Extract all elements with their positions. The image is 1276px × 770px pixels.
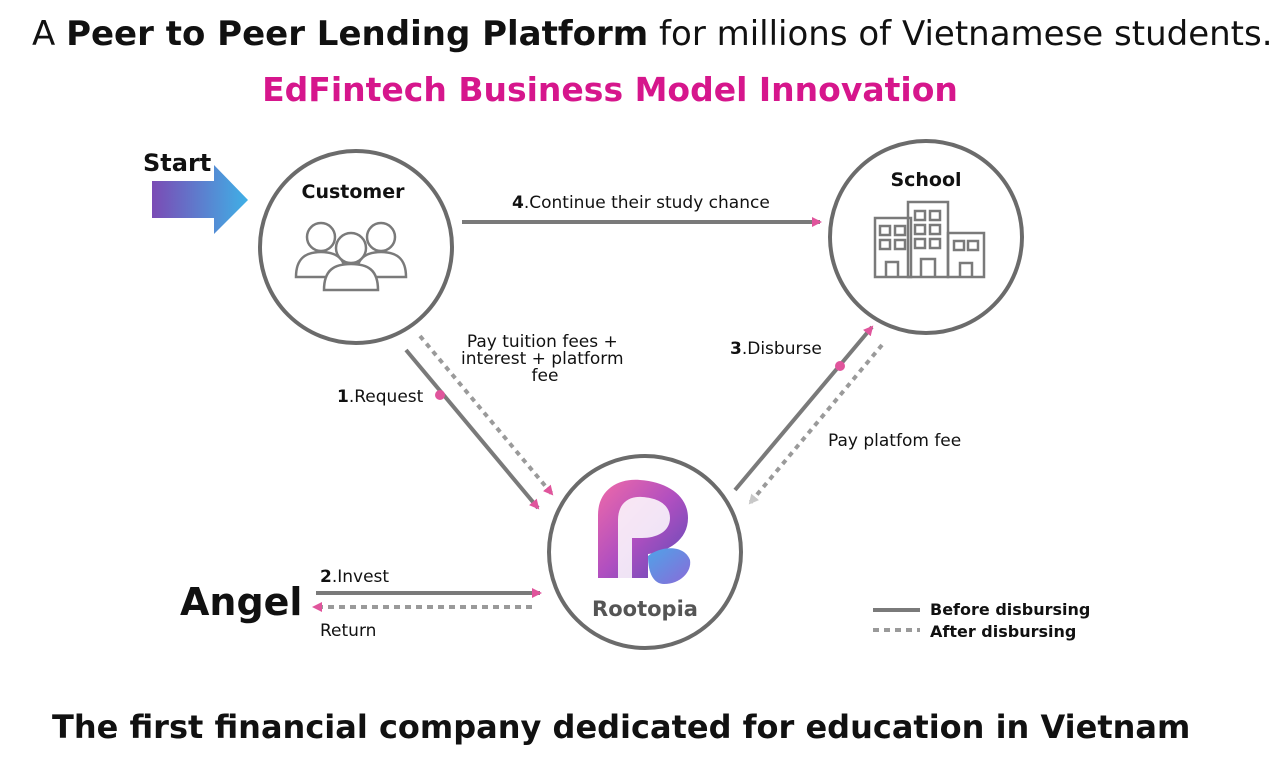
customers-icon: [294, 221, 408, 292]
customer-label: Customer: [302, 181, 406, 203]
disburse-number: 3: [730, 339, 742, 359]
disburse-dot: [835, 361, 845, 371]
request-number: 1: [337, 387, 349, 407]
continue-study-label: 4.Continue their study chance: [512, 193, 770, 213]
legend-after-label: After disbursing: [930, 622, 1076, 641]
invest-label: 2.Invest: [320, 567, 389, 587]
headline-bold: Peer to Peer Lending Platform: [66, 14, 649, 54]
pay-tuition-line3: fee: [532, 366, 559, 386]
request-label: 1.Request: [337, 387, 424, 407]
rootopia-node: Rootopia: [547, 454, 743, 650]
request-dot: [435, 390, 445, 400]
headline-prefix: A: [32, 14, 67, 54]
customer-node: [258, 149, 454, 345]
continue-study-number: 4: [512, 193, 524, 213]
school-node: [828, 139, 1024, 335]
legend-before-label: Before disbursing: [930, 600, 1090, 619]
angel-label: Angel: [180, 580, 302, 624]
subtitle: EdFintech Business Model Innovation: [262, 70, 958, 109]
rootopia-logo-icon: [598, 479, 691, 584]
start-label: Start: [143, 149, 211, 177]
legend: Before disbursing After disbursing: [873, 600, 1090, 641]
footer-tagline: The first financial company dedicated fo…: [52, 708, 1191, 746]
pay-tuition-label: Pay tuition fees + interest + platform f…: [461, 332, 629, 386]
disburse-text: .Disburse: [742, 339, 822, 359]
disburse-label: 3.Disburse: [730, 339, 822, 359]
pay-platform-edge: [748, 343, 884, 505]
continue-study-text: .Continue their study chance: [524, 193, 770, 213]
rootopia-label: Rootopia: [592, 597, 698, 621]
headline-suffix: for millions of Vietnamese students.: [648, 14, 1273, 54]
pay-tuition-line2: interest + platform: [461, 349, 624, 369]
request-edge: [404, 348, 540, 510]
invest-text: .Invest: [332, 567, 390, 587]
start-arrow-icon: [152, 165, 248, 234]
return-label: Return: [320, 621, 376, 641]
school-label: School: [890, 169, 961, 191]
disburse-edge: [733, 325, 874, 492]
school-building-icon: [873, 200, 986, 279]
headline: A Peer to Peer Lending Platform for mill…: [32, 14, 1273, 54]
business-model-diagram: Start Customer Schoo: [143, 139, 1090, 650]
request-text: .Request: [349, 387, 424, 407]
pay-tuition-edge: [418, 334, 554, 496]
pay-tuition-line1: Pay tuition fees +: [467, 332, 618, 352]
pay-platform-label: Pay platfom fee: [828, 431, 961, 451]
invest-number: 2: [320, 567, 332, 587]
